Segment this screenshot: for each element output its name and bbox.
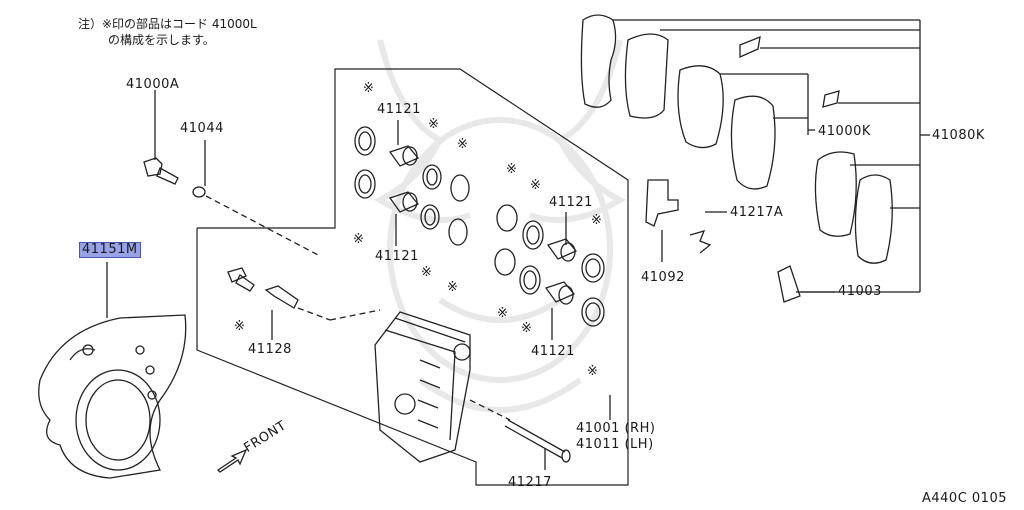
asterisk-marker: ※: [234, 319, 245, 334]
asterisk-marker: ※: [506, 162, 517, 177]
caliper-body-drawing: [374, 311, 511, 463]
asterisk-marker: ※: [353, 232, 364, 247]
part-41217a-label[interactable]: 41217A: [730, 205, 784, 220]
asterisk-marker: ※: [530, 178, 541, 193]
bolt-41000a-drawing: [143, 90, 179, 185]
note-line-2: の構成を示します。: [108, 33, 215, 47]
part-41080k-label[interactable]: 41080K: [932, 128, 985, 143]
part-41121-label-left[interactable]: 41121: [375, 249, 419, 264]
bleeder-41128-drawing: [227, 267, 381, 340]
part-41011-label[interactable]: 41011 (LH): [576, 437, 654, 452]
part-41044-label[interactable]: 41044: [180, 121, 224, 136]
part-41092-label[interactable]: 41092: [641, 270, 685, 285]
seals-left-drawing: [354, 120, 470, 246]
asterisk-marker: ※: [457, 137, 468, 152]
washer-41044-drawing: [192, 140, 321, 257]
asterisk-marker: ※: [421, 265, 432, 280]
part-41217-label[interactable]: 41217: [508, 475, 552, 490]
part-41001-label[interactable]: 41001 (RH): [576, 421, 656, 436]
part-41121-label-bottom[interactable]: 41121: [531, 344, 575, 359]
part-41121-label-right[interactable]: 41121: [549, 195, 593, 210]
asterisk-marker: ※: [587, 364, 598, 379]
pads-shims-drawing: [580, 14, 930, 303]
part-41151m-label[interactable]: 41151M: [79, 242, 141, 258]
front-arrow: [216, 448, 248, 473]
pin-41217-drawing: [504, 419, 571, 470]
part-41121-label-top[interactable]: 41121: [377, 102, 421, 117]
asterisk-marker: ※: [497, 306, 508, 321]
dust-shield-drawing: [38, 262, 187, 479]
asterisk-marker: ※: [521, 321, 532, 336]
note-line-1: 注）※印の部品はコード 41000L: [78, 17, 257, 31]
part-41128-label[interactable]: 41128: [248, 342, 292, 357]
part-41000a-label[interactable]: 41000A: [126, 77, 180, 92]
asterisk-marker: ※: [447, 280, 458, 295]
asterisk-marker: ※: [363, 81, 374, 96]
seals-right-drawing: [494, 204, 605, 340]
asterisk-marker: ※: [591, 213, 602, 228]
kit-outline: [196, 68, 629, 486]
part-41003-label[interactable]: 41003: [838, 284, 882, 299]
figure-code: A440C 0105: [922, 491, 1007, 506]
part-41000k-label[interactable]: 41000K: [818, 124, 871, 139]
asterisk-marker: ※: [428, 117, 439, 132]
